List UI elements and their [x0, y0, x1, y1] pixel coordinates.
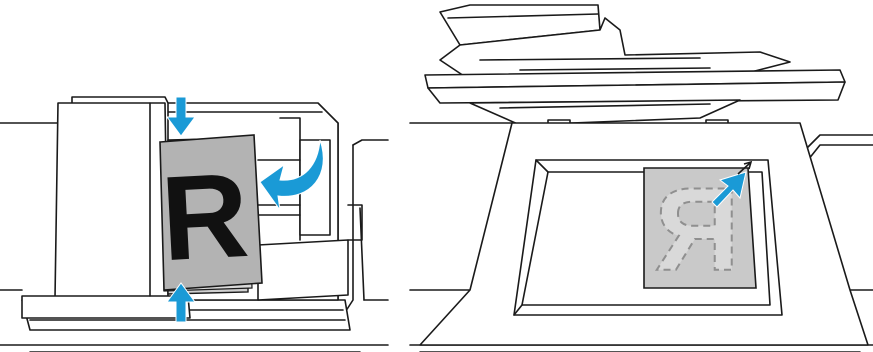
platen-panel: R — [410, 5, 873, 352]
scanner-lid — [425, 5, 845, 125]
original-page: R — [158, 135, 262, 290]
page-letter: R — [158, 148, 252, 286]
feeder-panel: R — [0, 97, 388, 352]
